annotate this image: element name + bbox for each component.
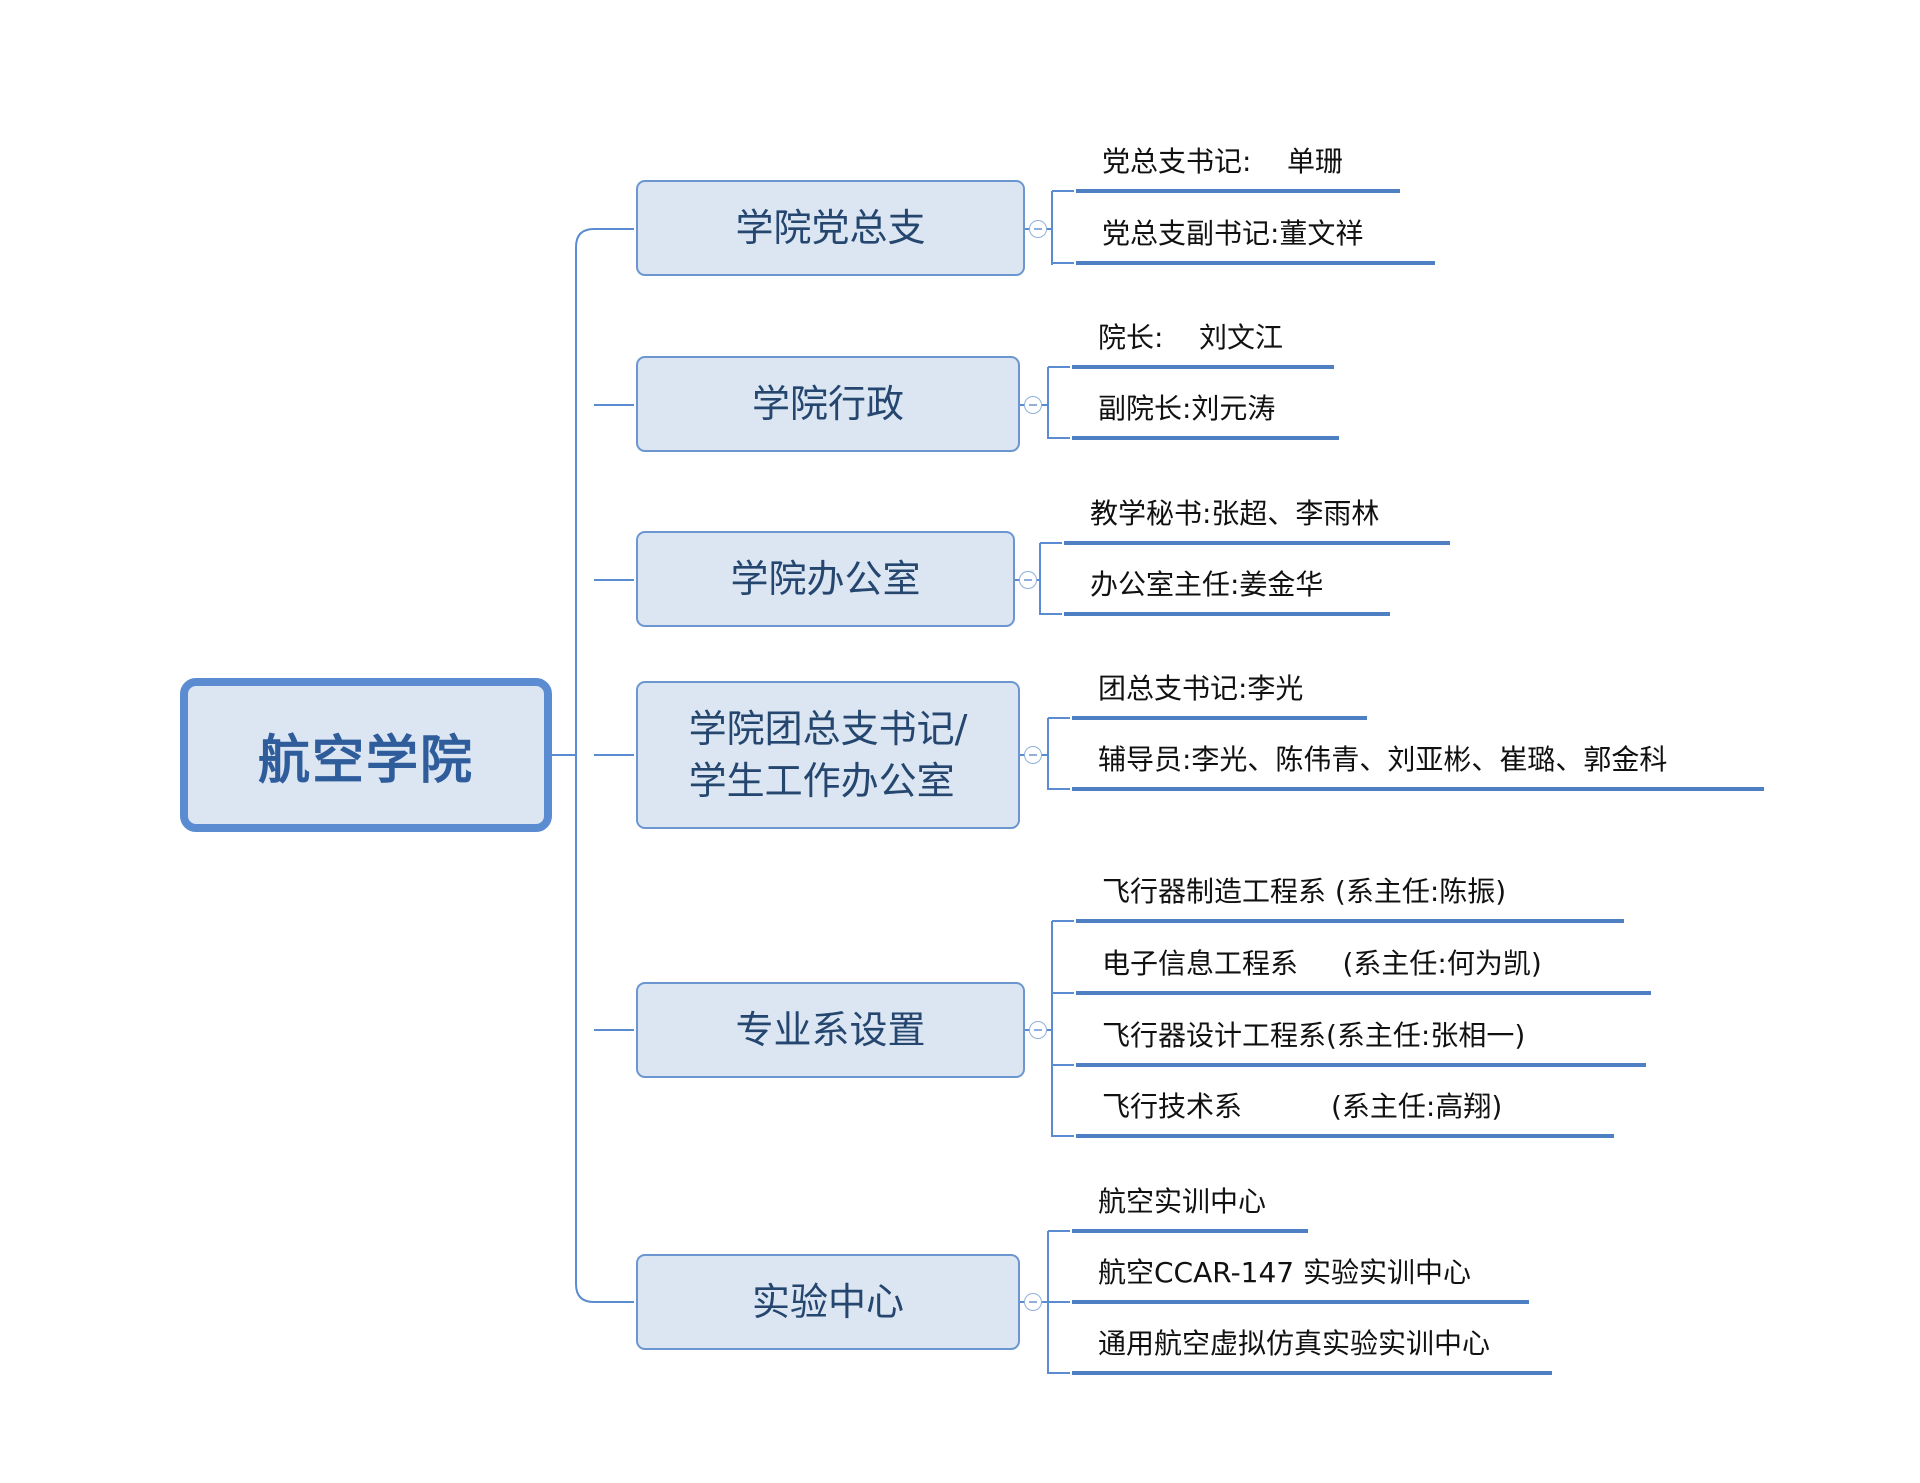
leaf-underline	[1072, 1300, 1529, 1304]
collapse-icon[interactable]	[1024, 1293, 1042, 1311]
leaf-text: 飞行器设计工程系(系主任:张相一)	[1102, 1019, 1526, 1052]
branch-node-party-branch[interactable]: 学院党总支	[636, 180, 1025, 276]
collapse-icon[interactable]	[1029, 1021, 1047, 1039]
leaf-underline	[1076, 919, 1624, 923]
leaf-text: 院长: 刘文江	[1098, 321, 1284, 354]
leaf-underline	[1076, 1063, 1646, 1067]
branch-node-departments[interactable]: 专业系设置	[636, 982, 1025, 1078]
leaf-underline	[1072, 1371, 1552, 1375]
leaf-underline	[1072, 1229, 1308, 1233]
branch-node-office[interactable]: 学院办公室	[636, 531, 1015, 627]
leaf-text: 航空实训中心	[1098, 1185, 1267, 1218]
leaf-text: 党总支书记: 单珊	[1102, 145, 1344, 178]
leaf-underline	[1064, 612, 1390, 616]
branch-node-lab-center[interactable]: 实验中心	[636, 1254, 1020, 1350]
collapse-icon[interactable]	[1024, 746, 1042, 764]
leaf-text: 辅导员:李光、陈伟青、刘亚彬、崔璐、郭金科	[1098, 743, 1668, 776]
collapse-icon[interactable]	[1019, 571, 1037, 589]
leaf-underline	[1072, 716, 1367, 720]
leaf-text: 教学秘书:张超、李雨林	[1090, 497, 1380, 530]
leaf-underline	[1072, 436, 1339, 440]
branch-label-line: 学生工作办公室	[688, 759, 955, 803]
leaf-underline	[1072, 365, 1334, 369]
leaf-underline	[1076, 261, 1435, 265]
branch-node-administration[interactable]: 学院行政	[636, 356, 1020, 452]
leaf-underline	[1076, 189, 1400, 193]
collapse-icon[interactable]	[1024, 396, 1042, 414]
leaf-text: 办公室主任:姜金华	[1090, 568, 1324, 601]
leaf-text: 副院长:刘元涛	[1098, 392, 1276, 425]
leaf-text: 电子信息工程系 (系主任:何为凯)	[1102, 947, 1542, 980]
leaf-text: 团总支书记:李光	[1098, 672, 1304, 705]
leaf-text: 飞行器制造工程系 (系主任:陈振)	[1102, 875, 1507, 908]
leaf-underline	[1076, 1134, 1614, 1138]
leaf-text: 党总支副书记:董文祥	[1102, 217, 1364, 250]
leaf-text: 通用航空虚拟仿真实验实训中心	[1098, 1327, 1491, 1360]
leaf-text: 飞行技术系 (系主任:高翔)	[1102, 1090, 1503, 1123]
branch-node-youth-league[interactable]: 学院团总支书记/ 学生工作办公室	[636, 681, 1020, 829]
collapse-icon[interactable]	[1029, 220, 1047, 238]
leaf-text: 航空CCAR-147 实验实训中心	[1098, 1256, 1472, 1289]
leaf-underline	[1076, 991, 1651, 995]
branch-label-line: 学院团总支书记/	[688, 706, 968, 751]
root-node[interactable]: 航空学院	[180, 678, 552, 832]
leaf-underline	[1064, 541, 1450, 545]
leaf-underline	[1072, 787, 1764, 791]
